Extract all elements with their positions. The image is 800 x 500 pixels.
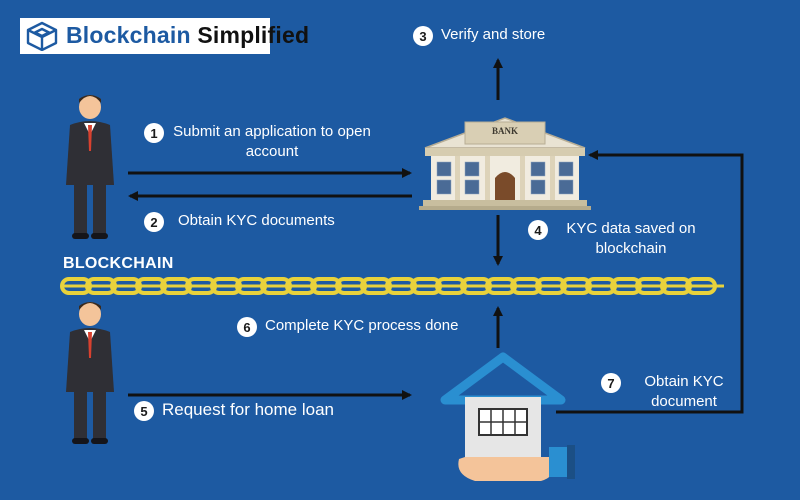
step-number-badge: 5 <box>134 401 154 421</box>
chain-link <box>560 277 592 295</box>
chain-link <box>535 277 567 295</box>
chain-link <box>185 277 217 295</box>
chain-link <box>210 277 242 295</box>
arrow-obtain-kyc-document <box>556 150 744 414</box>
step-label: Submit an application to open account <box>173 123 371 160</box>
bank-sign: BANK <box>492 126 518 136</box>
house-in-hand-icon <box>440 352 575 481</box>
logo-text: Blockchain Simplified <box>66 22 309 49</box>
chain-link <box>60 277 92 295</box>
chain-link <box>135 277 167 295</box>
step-2: 2 Obtain KYC documents <box>144 211 335 232</box>
chain-link <box>685 277 717 295</box>
chain-link <box>385 277 417 295</box>
chain-link <box>160 277 192 295</box>
step-label: Verify and store <box>441 26 546 43</box>
chain-link <box>285 277 317 295</box>
blockchain-cube-icon <box>26 21 58 51</box>
chain-link <box>110 277 142 295</box>
chain-link <box>260 277 292 295</box>
logo: Blockchain Simplified <box>20 18 309 54</box>
step-number-badge: 6 <box>237 317 257 337</box>
chain-link <box>485 277 517 295</box>
chain-link <box>360 277 392 295</box>
step-label: Obtain KYC documents <box>178 212 335 229</box>
step-3: 3 Verify and store <box>413 25 545 46</box>
step-label: KYC data saved on blockchain <box>566 220 696 257</box>
chain-link <box>660 277 692 295</box>
bank-building-icon <box>419 117 591 210</box>
chain-icon <box>60 277 724 295</box>
step-label: Request for home loan <box>162 400 334 419</box>
step-number-badge: 1 <box>144 123 164 143</box>
step-7: 7 Obtain KYC document <box>601 372 739 412</box>
chain-link <box>510 277 542 295</box>
blockchain-section-label: BLOCKCHAIN <box>63 255 174 272</box>
logo-word-blockchain: Blockchain <box>66 22 191 48</box>
chain-link <box>85 277 117 295</box>
step-1: 1 Submit an application to open account <box>144 122 372 162</box>
businessman-icon <box>66 95 114 239</box>
chain-link <box>310 277 342 295</box>
step-number-badge: 7 <box>601 373 621 393</box>
chain-link <box>585 277 617 295</box>
chain-link <box>235 277 267 295</box>
chain-link <box>635 277 667 295</box>
step-number-badge: 2 <box>144 212 164 232</box>
step-number-badge: 4 <box>528 220 548 240</box>
chain-link <box>335 277 367 295</box>
step-label: Complete KYC process done <box>265 317 459 334</box>
step-5: 5 Request for home loan <box>134 400 334 421</box>
step-label: Obtain KYC document <box>644 373 724 410</box>
logo-word-simplified: Simplified <box>197 22 310 48</box>
step-6: 6 Complete KYC process done <box>237 316 458 337</box>
businessman-icon <box>66 302 114 444</box>
step-4: 4 KYC data saved on blockchain <box>528 219 706 259</box>
chain-link <box>435 277 467 295</box>
chain-link <box>410 277 442 295</box>
chain-link <box>460 277 492 295</box>
chain-link <box>610 277 642 295</box>
step-number-badge: 3 <box>413 26 433 46</box>
